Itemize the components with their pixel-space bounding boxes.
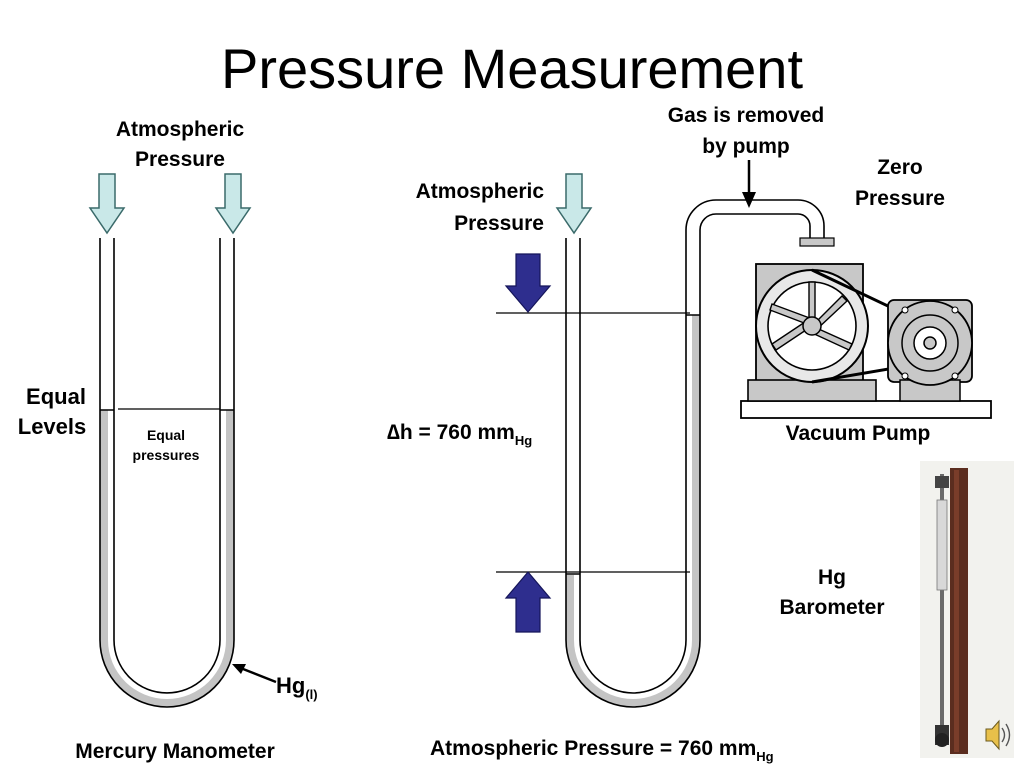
barometer-atm-label-2: Pressure (454, 212, 544, 235)
manometer-tube-inner (113, 238, 221, 694)
speaker-icon[interactable] (985, 719, 1011, 751)
barometer-tube-outer (565, 230, 701, 708)
barometer-photo-tube (940, 474, 944, 744)
hg-barometer-label-1: Hg (818, 566, 846, 589)
atm-arrow-right (214, 173, 252, 235)
mercury-manometer: Atmospheric Pressure Equal Levels Equal … (18, 118, 318, 763)
equal-levels-label-2: Levels (18, 414, 87, 439)
slide-title: Pressure Measurement (221, 37, 803, 100)
barometer-caption: Atmospheric Pressure = 760 mmHg (430, 737, 774, 764)
delta-h-arrow-up (504, 571, 552, 633)
manometer-mercury (100, 410, 234, 707)
delta-h-arrow-down (504, 253, 552, 313)
barometer-atm-arrow (555, 173, 593, 235)
gas-removed-label-1: Gas is removed (668, 104, 824, 127)
equal-pressures-label-1: Equal (147, 427, 185, 443)
pump-hose-inner (699, 213, 811, 240)
gas-removed-arrow-head (742, 192, 756, 208)
barometer-tube-inner (579, 230, 687, 694)
pump-hose-outer (685, 199, 825, 240)
hg-pointer-line (237, 665, 277, 684)
hg-label: Hg(l) (276, 673, 318, 702)
hg-barometer-label-2: Barometer (779, 596, 884, 619)
manometer-atm-label-2: Pressure (135, 148, 225, 171)
manometer-atm-label-1: Atmospheric (116, 118, 245, 141)
barometer-setup: Gas is removed by pump Zero Pressure Atm… (387, 104, 945, 764)
equal-pressures-label-2: pressures (133, 447, 200, 463)
equal-levels-label-1: Equal (26, 384, 86, 409)
barometer-mercury (566, 315, 700, 707)
pump-base (740, 400, 992, 419)
manometer-caption: Mercury Manometer (75, 740, 275, 763)
zero-pressure-label-2: Pressure (855, 187, 945, 210)
barometer-atm-label-1: Atmospheric (416, 180, 545, 203)
hg-pointer-head (232, 664, 246, 674)
vacuum-pump-label: Vacuum Pump (786, 422, 931, 445)
manometer-tube-outer (99, 238, 235, 708)
pump-inlet (799, 237, 835, 247)
gas-removed-label-2: by pump (702, 135, 790, 158)
hg-barometer-photo: Hg Barometer (779, 461, 1014, 758)
zero-pressure-label-1: Zero (877, 156, 923, 179)
vacuum-pump: Vacuum Pump (740, 263, 992, 445)
pump-flywheel-spokes (769, 281, 853, 351)
delta-h-label: ∆h = 760 mmHg (387, 421, 532, 448)
atm-arrow-left (88, 173, 126, 235)
